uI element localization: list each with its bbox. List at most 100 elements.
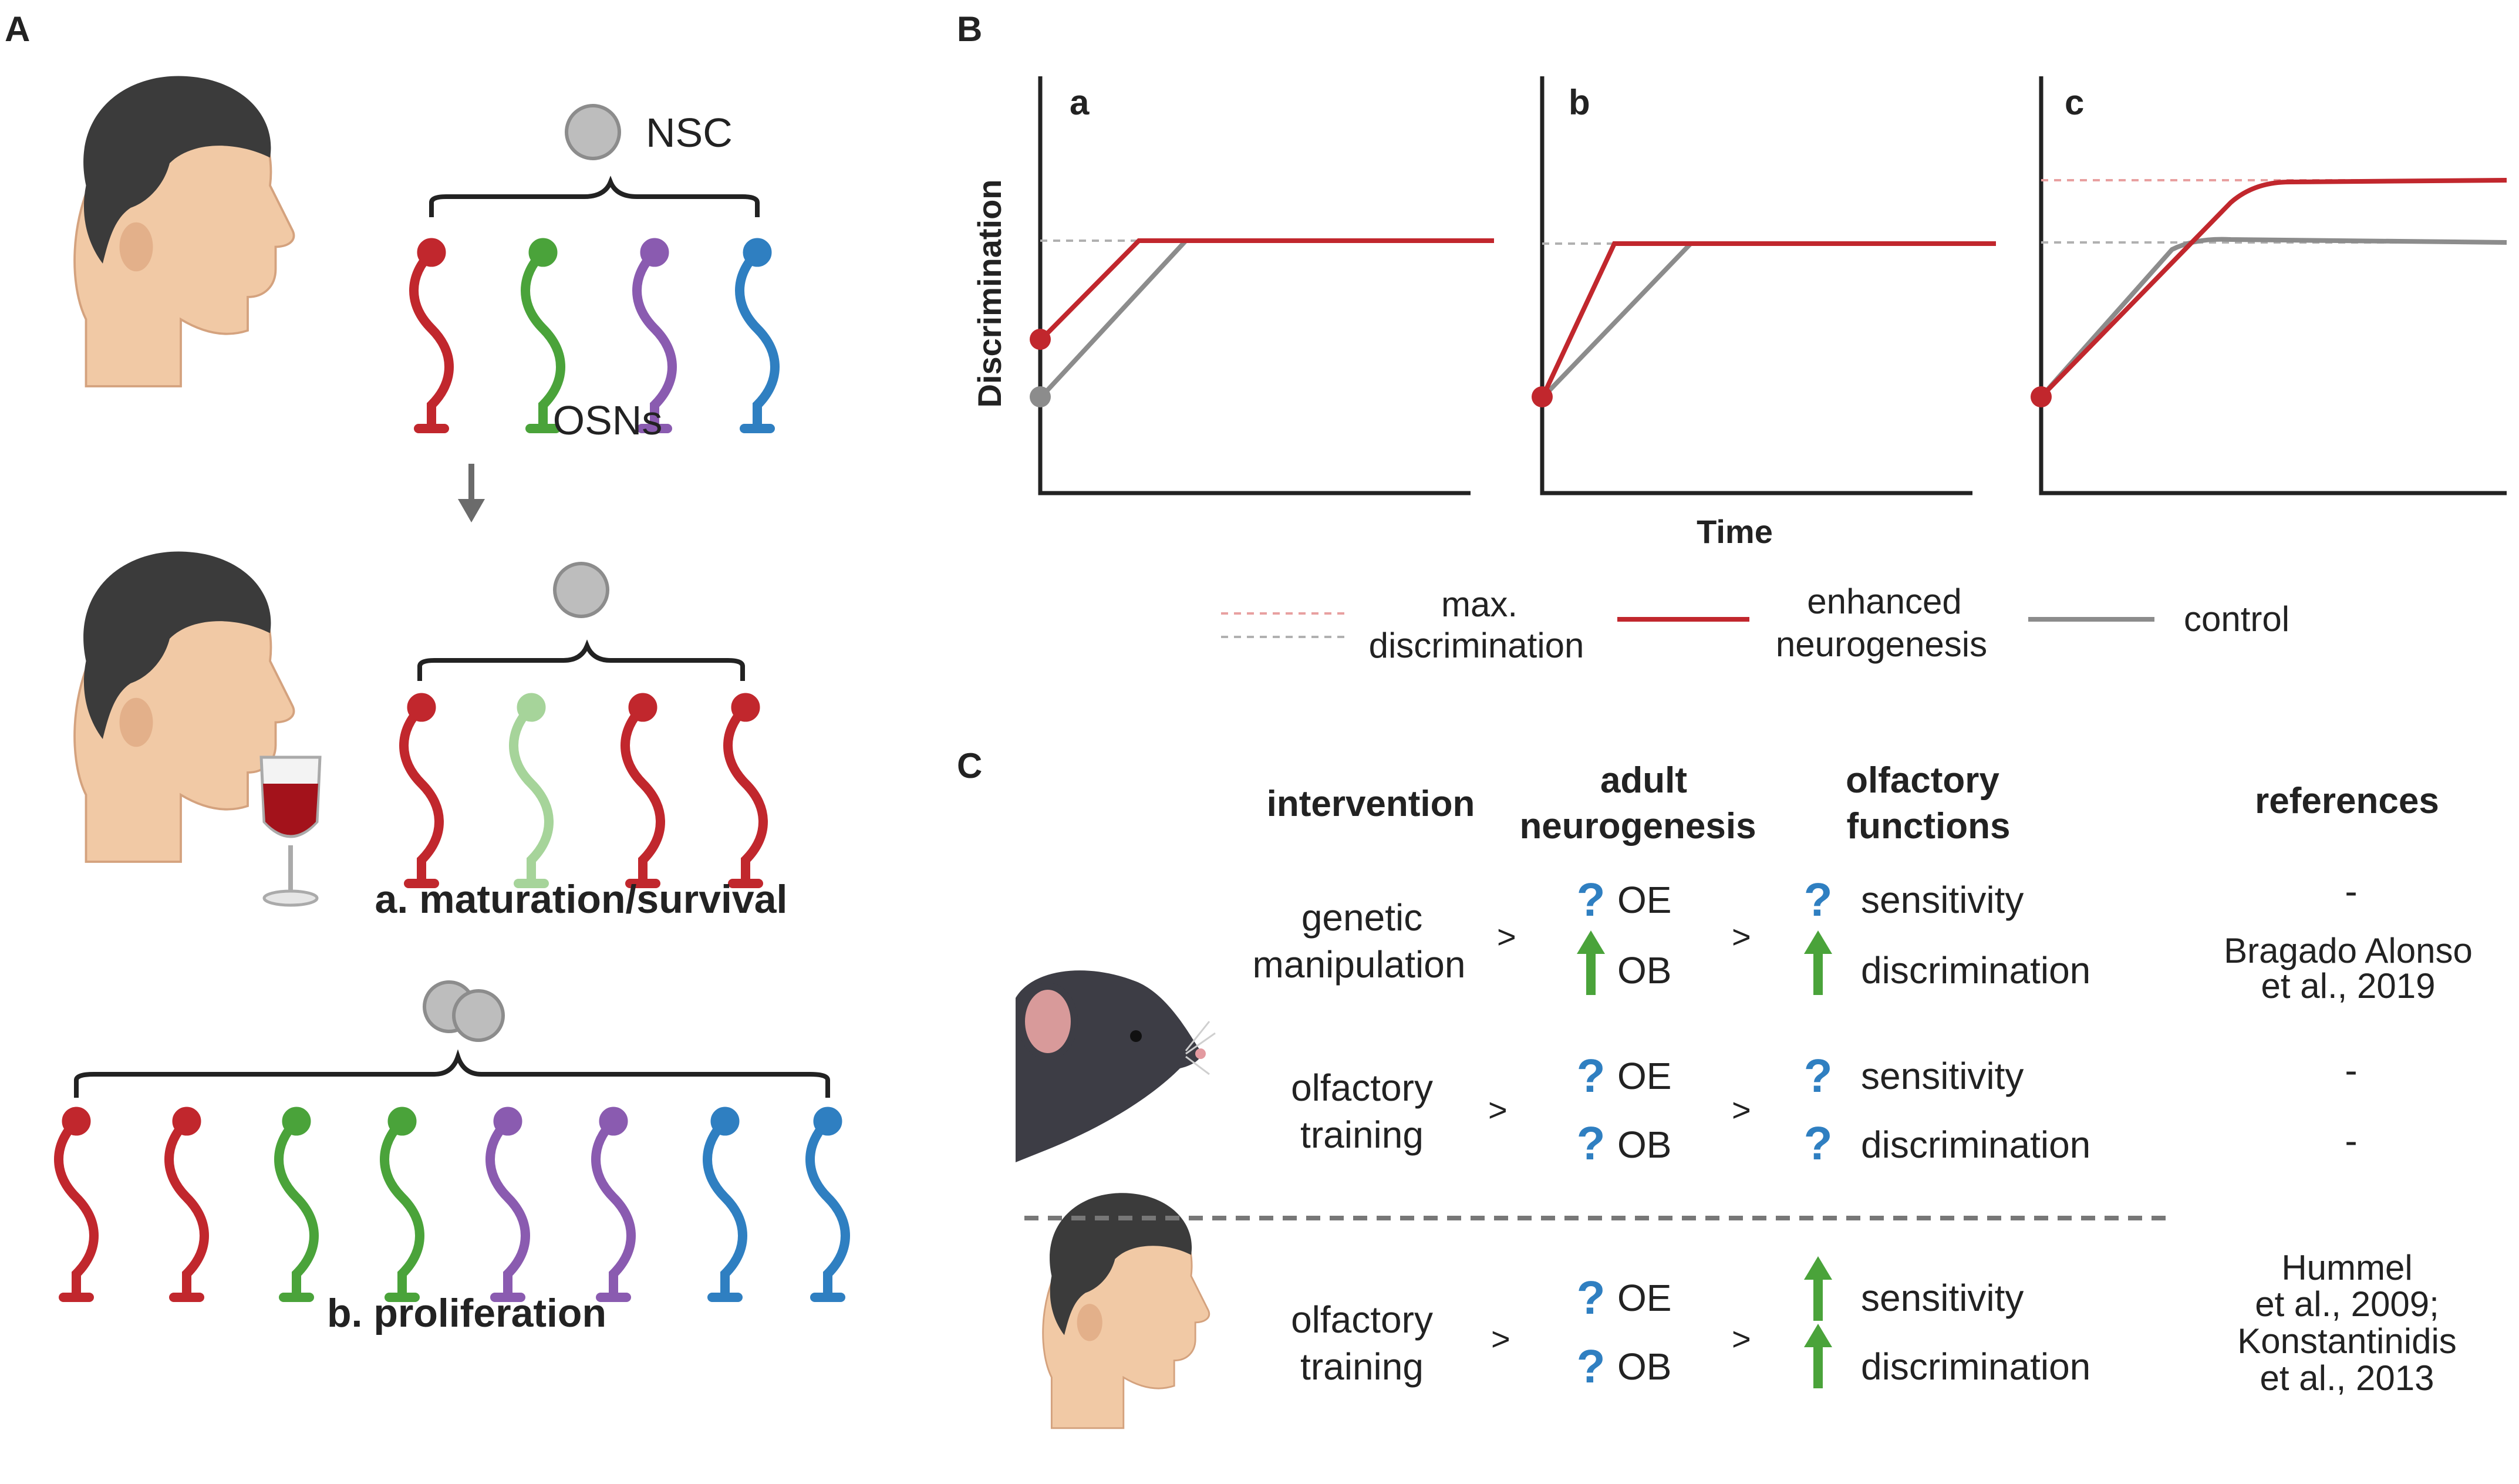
row3-ng-oe: OE: [1617, 1277, 1671, 1319]
osns-label: OSNs: [553, 397, 663, 443]
row1-intervention-1: genetic: [1301, 896, 1422, 939]
row2-fn-sensitivity: sensitivity: [1861, 1055, 2024, 1097]
question-icon: ?: [1577, 1271, 1606, 1324]
subplot-b: b: [1532, 76, 1996, 495]
legend-max-line2: discrimination: [1369, 626, 1584, 665]
y-axis-label: Discrimination: [971, 180, 1008, 408]
control-line: [1038, 238, 1494, 400]
row3-ng-ob: OB: [1617, 1345, 1671, 1388]
question-icon: ?: [1804, 1117, 1833, 1169]
control-line: [1540, 241, 1996, 400]
table-row-1: genetic manipulation > ? OE OB > ? sensi…: [1253, 870, 2473, 1006]
question-icon: ?: [1804, 1050, 1833, 1102]
panel-label-c: C: [957, 746, 982, 785]
x-axis-label: Time: [1697, 513, 1773, 550]
row3-ref-1: Hummel: [2281, 1248, 2412, 1287]
bracket-middle: [417, 639, 745, 681]
bracket-bottom: [74, 1049, 830, 1098]
osn-blue-icon: [740, 238, 775, 429]
osn-purple-icon: [490, 1107, 525, 1297]
row2-intervention-1: olfactory: [1291, 1067, 1433, 1109]
row1-ng-oe: OE: [1617, 879, 1671, 921]
subplot-a: a: [1030, 76, 1494, 495]
legend-enh-line2: neurogenesis: [1776, 625, 1987, 664]
start-point: [1532, 386, 1553, 407]
start-point: [2031, 386, 2052, 407]
legend-enh-line1: enhanced: [1807, 582, 1962, 621]
mouse-icon: [1016, 970, 1216, 1162]
osn-purple-icon: [596, 1107, 631, 1297]
maturation-survival-label: a. maturation/survival: [375, 877, 788, 922]
row2-fn-discrimination: discrimination: [1861, 1124, 2090, 1166]
osn-red-icon: [59, 1107, 94, 1297]
subplot-b-label: b: [1569, 83, 1590, 122]
up-arrow-icon: [1577, 930, 1605, 995]
row1-gt-2: >: [1732, 918, 1751, 955]
control-start-point: [1030, 386, 1051, 407]
osn-red-icon: [728, 693, 763, 883]
question-icon: ?: [1804, 873, 1833, 926]
row2-ng-ob: OB: [1617, 1124, 1671, 1166]
up-arrow-icon: [1804, 1324, 1832, 1388]
row3-ref-4: et al., 2013: [2260, 1358, 2434, 1398]
osn-blue-icon: [707, 1107, 743, 1297]
question-icon: ?: [1577, 873, 1606, 926]
row2-intervention-2: training: [1300, 1114, 1424, 1156]
human-head-icon-small: [1042, 1192, 1210, 1429]
osn-red-icon: [414, 238, 449, 429]
row2-gt-2: >: [1732, 1091, 1751, 1128]
header-functions: functions: [1847, 806, 2011, 846]
nsc-icon-2: [553, 562, 609, 618]
header-intervention: intervention: [1267, 784, 1475, 824]
row3-intervention-2: training: [1300, 1345, 1424, 1388]
row2-ref-2: -: [2345, 1119, 2357, 1162]
header-adult: adult: [1600, 760, 1687, 801]
enhanced-line: [1540, 241, 1996, 399]
osn-blue-icon: [810, 1107, 845, 1297]
enhanced-line: [2039, 178, 2507, 399]
header-references: references: [2255, 781, 2439, 821]
panel-label-b: B: [957, 9, 982, 49]
subplot-c-label: c: [2065, 83, 2084, 122]
human-head-icon: [73, 75, 295, 387]
row3-ref-3: Konstantinidis: [2237, 1321, 2457, 1361]
enhanced-start-point: [1030, 329, 1051, 350]
row3-fn-discrimination: discrimination: [1861, 1345, 2090, 1388]
legend-max-line1: max.: [1441, 585, 1518, 624]
question-icon: ?: [1577, 1340, 1606, 1392]
row3-fn-sensitivity: sensitivity: [1861, 1277, 2024, 1319]
row1-fn-sensitivity: sensitivity: [1861, 879, 2024, 921]
enhanced-line: [1038, 238, 1494, 342]
row1-ng-ob: OB: [1617, 949, 1671, 991]
row2-ref-1: -: [2345, 1049, 2357, 1091]
subplot-c: c: [2031, 76, 2507, 495]
row1-fn-discrimination: discrimination: [1861, 949, 2090, 991]
question-icon: ?: [1577, 1117, 1606, 1169]
nsc-pair-icon-2: [452, 989, 505, 1042]
nsc-label: NSC: [646, 110, 733, 156]
row1-ref-3: et al., 2019: [2261, 966, 2436, 1006]
legend: max. discrimination enhanced neurogenesi…: [1221, 582, 2289, 665]
osn-red-icon: [169, 1107, 204, 1297]
osn-green-icon: [279, 1107, 314, 1297]
bracket-top: [429, 176, 760, 217]
row3-gt-2: >: [1732, 1320, 1751, 1357]
osn-green-icon: [385, 1107, 420, 1297]
up-arrow-icon: [1804, 1256, 1832, 1321]
row3-intervention-1: olfactory: [1291, 1298, 1433, 1341]
human-head-wine-icon: [73, 550, 295, 863]
row2-ng-oe: OE: [1617, 1055, 1671, 1097]
legend-control: control: [2184, 599, 2289, 639]
table-row-3: olfactory training > ? OE ? OB > sensiti…: [1291, 1248, 2457, 1398]
row1-ref-2: Bragado Alonso: [2224, 931, 2473, 970]
osn-red-icon: [625, 693, 660, 883]
down-arrow-head-icon: [458, 499, 485, 522]
header-olfactory: olfactory: [1846, 760, 1999, 801]
row1-intervention-2: manipulation: [1253, 943, 1466, 986]
panel-label-a: A: [5, 9, 30, 49]
row2-gt-1: >: [1488, 1091, 1508, 1128]
row1-ref-1: -: [2345, 870, 2357, 912]
wine-glass-icon: [259, 756, 322, 907]
nsc-icon: [565, 104, 621, 160]
